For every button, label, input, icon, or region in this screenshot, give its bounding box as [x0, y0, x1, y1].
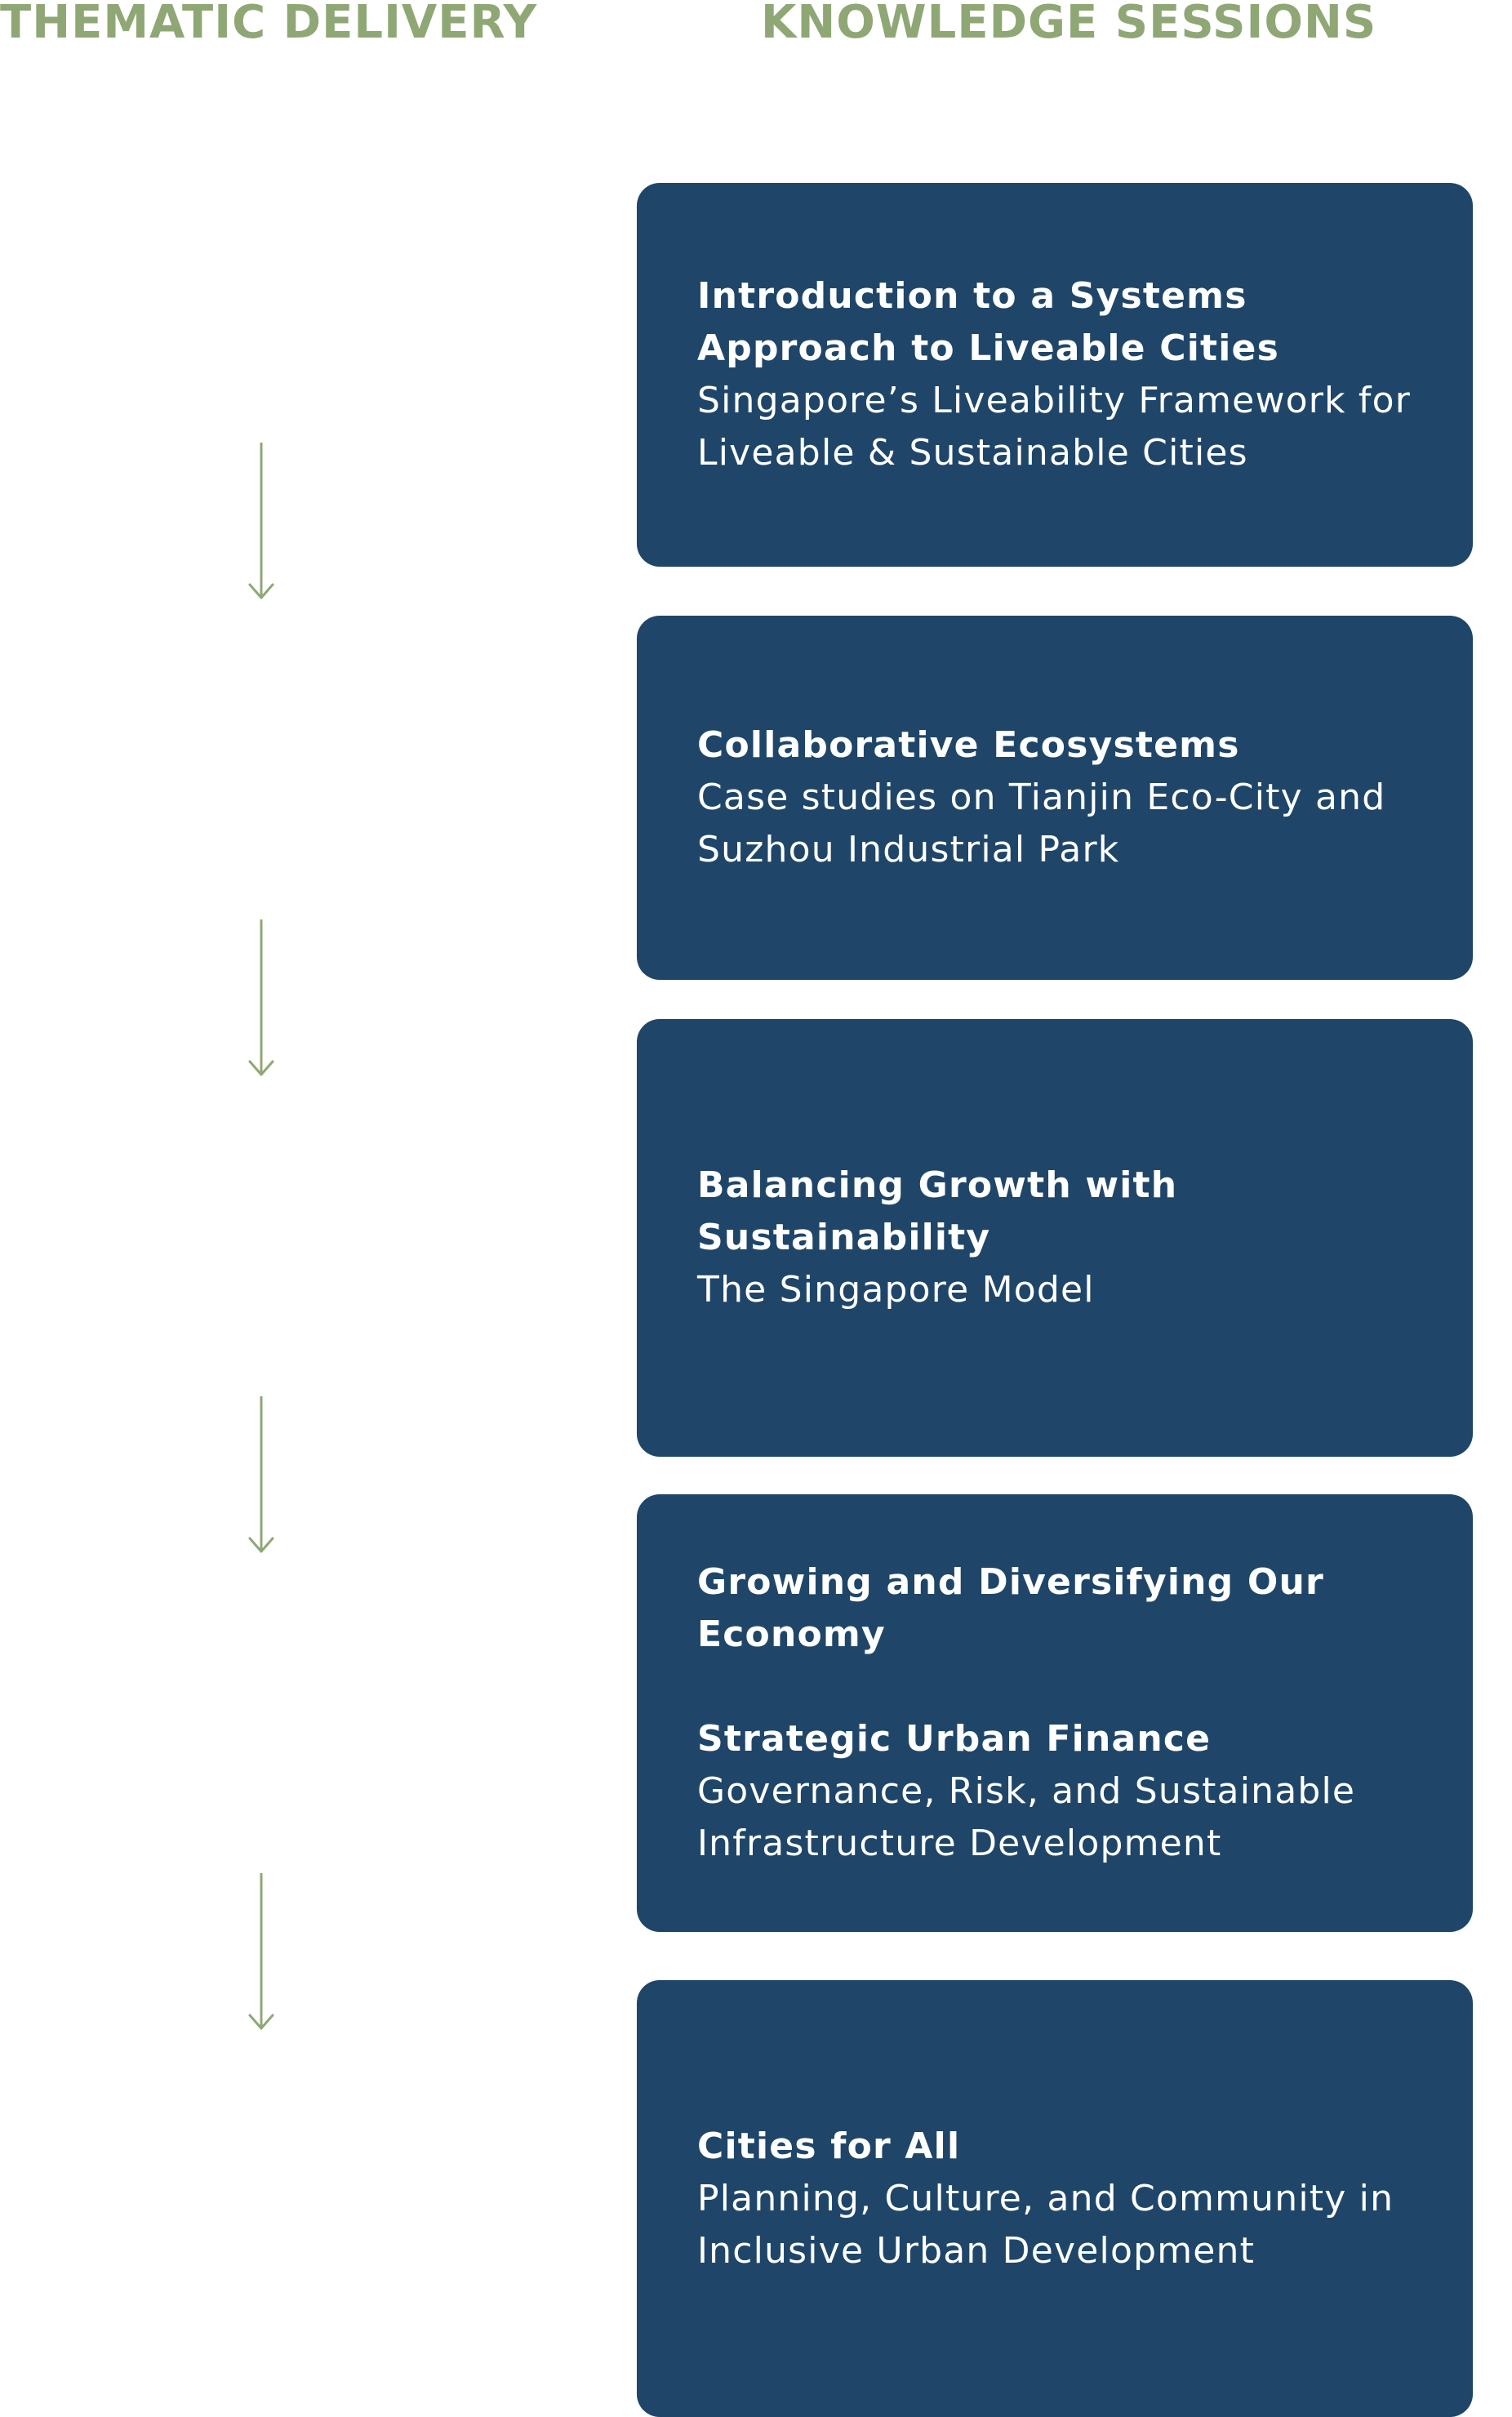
session-description: Planning, Culture, and Community in Incl…: [697, 2177, 1394, 2272]
session-description: Governance, Risk, and Sustainable Infras…: [697, 1770, 1356, 1864]
session-title: Introduction to a Systems Approach to Li…: [697, 275, 1279, 369]
arrow-down-icon: [248, 1396, 274, 1553]
arrow-down-icon: [248, 919, 274, 1076]
session-title: Collaborative Ecosystems: [697, 724, 1240, 766]
session-description: Case studies on Tianjin Eco-City and Suz…: [697, 777, 1386, 870]
arrow-down-icon: [248, 1873, 274, 2030]
session-description: The Singapore Model: [697, 1269, 1095, 1311]
session-card-balancing-growth: Balancing Growth with Sustainability The…: [637, 1019, 1473, 1457]
thematic-delivery-header: THEMATIC DELIVERY: [0, 0, 538, 49]
session-description: Singapore’s Liveability Framework for Li…: [697, 380, 1412, 474]
session-title: Balancing Growth with Sustainability: [697, 1164, 1178, 1258]
session-title: Cities for All: [697, 2125, 961, 2167]
session-card-collaborative-ecosystems: Collaborative Ecosystems Case studies on…: [637, 616, 1473, 980]
session-card-cities-for-all: Cities for All Planning, Culture, and Co…: [637, 1980, 1473, 2417]
session-card-systems-approach: Introduction to a Systems Approach to Li…: [637, 183, 1473, 567]
session-spacer: [697, 1661, 1440, 1713]
knowledge-sessions-header: KNOWLEDGE SESSIONS: [761, 0, 1377, 49]
arrow-down-icon: [248, 443, 274, 599]
session-title: Growing and Diversifying Our Economy: [697, 1561, 1324, 1655]
session-card-growing-economy: Growing and Diversifying Our Economy Str…: [637, 1494, 1473, 1932]
session-subtitle: Strategic Urban Finance: [697, 1718, 1212, 1760]
